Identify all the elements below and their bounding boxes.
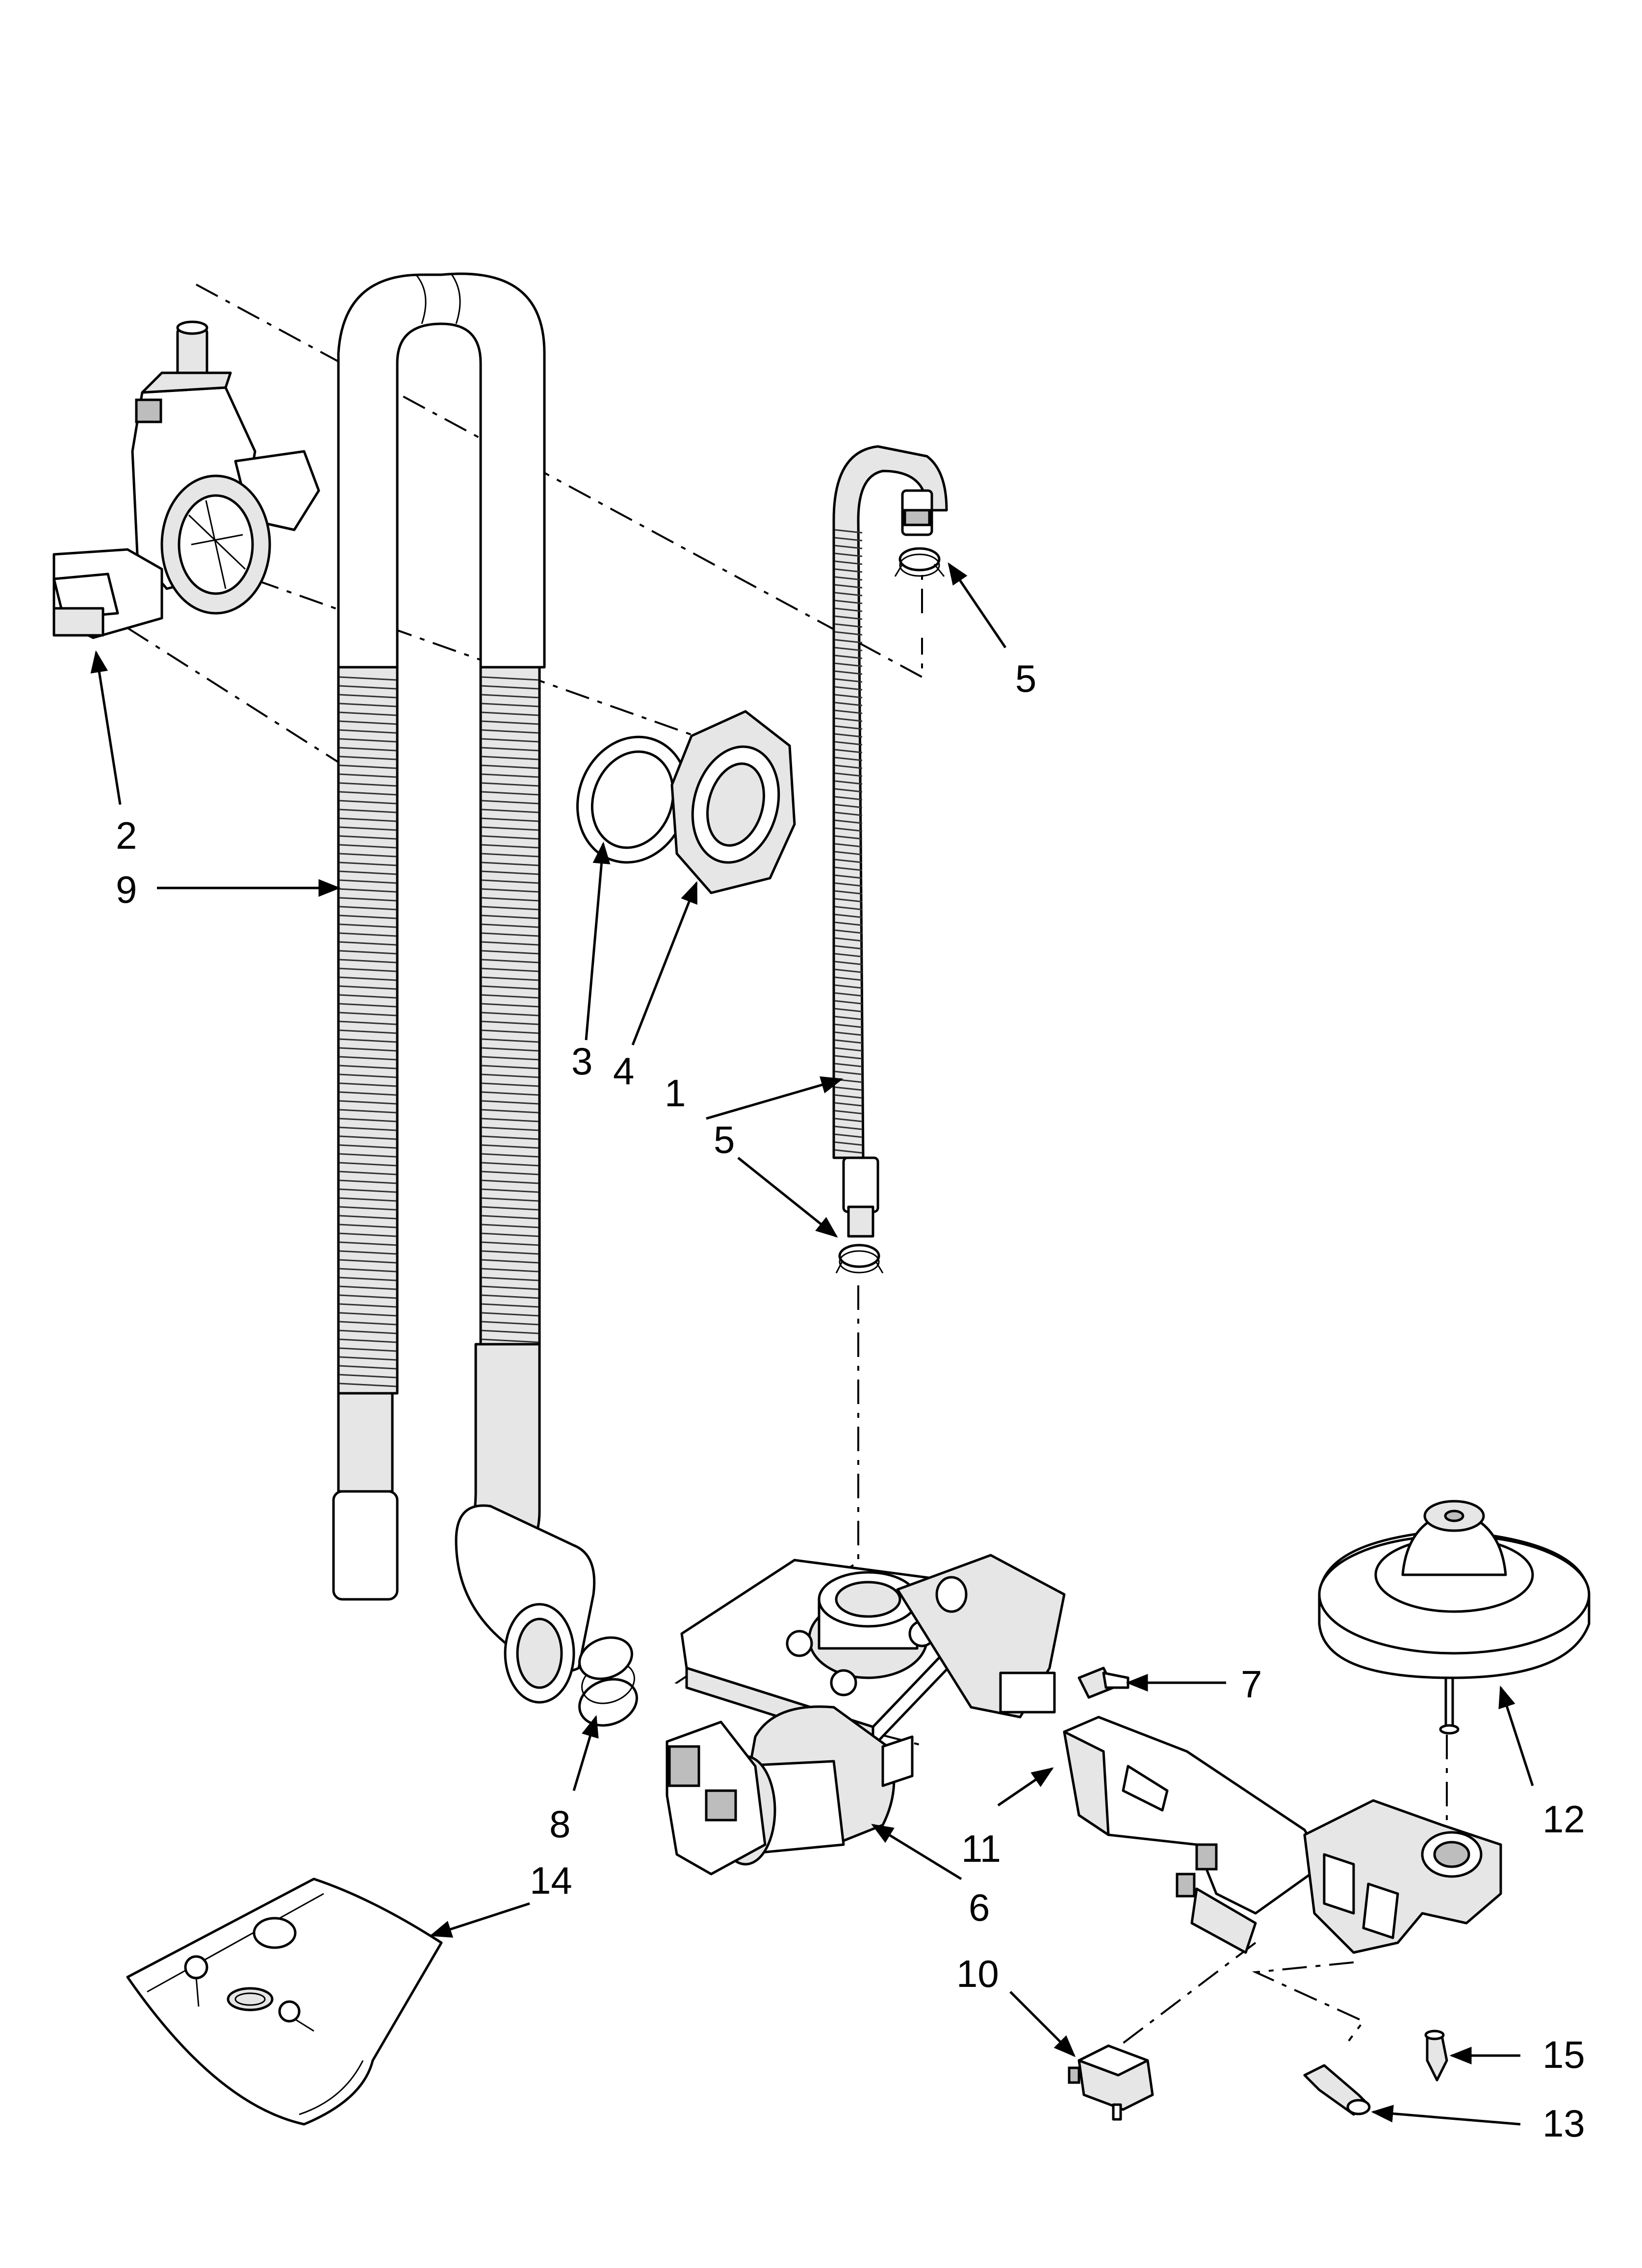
callout-9: 9 [116,868,137,911]
hardware-bag-part-14 [126,1877,443,2126]
callout-3: 3 [571,1040,592,1083]
callout-14: 14 [530,1859,572,1902]
nut-part-4 [670,710,796,894]
spring-clamp-part-8 [578,1636,638,1727]
callout-11: 11 [961,1827,1001,1870]
callout-2: 2 [116,814,137,857]
drain-hose-part-9 [332,272,596,1704]
callout-4: 4 [613,1049,634,1093]
screw-part-15 [1424,2030,1448,2082]
callout-15: 15 [1542,2033,1585,2076]
callout-8: 8 [549,1802,570,1846]
callout-5-upper: 5 [1015,657,1036,700]
bracket-part-11 [1063,1716,1326,1954]
lever-part-13 [1303,2064,1371,2116]
vent-housing-part-2 [52,320,320,639]
housing-assembly [1303,1799,1502,1954]
callout-13: 13 [1542,2102,1585,2145]
callout-10: 10 [956,1952,999,1995]
screw-part-7 [1078,1667,1129,1699]
callout-6: 6 [969,1886,990,1929]
inlet-hose-part-1 [832,445,948,1238]
clamp-part-5-upper [894,547,945,577]
washer-part-3 [576,735,690,864]
clamp-part-5-lower [835,1244,884,1274]
callout-12: 12 [1542,1798,1585,1841]
float-part-12 [1318,1500,1591,1735]
leader-arrows [90,562,1534,2126]
callout-5-lower: 5 [714,1118,735,1161]
callout-7: 7 [1241,1663,1262,1706]
callout-labels: 1 2 3 4 5 5 6 7 8 9 10 11 12 13 14 15 [116,657,1585,2145]
switch-part-10 [1068,2044,1154,2121]
callout-1: 1 [665,1071,686,1115]
pump-motor-part-6 [666,1554,1066,1876]
